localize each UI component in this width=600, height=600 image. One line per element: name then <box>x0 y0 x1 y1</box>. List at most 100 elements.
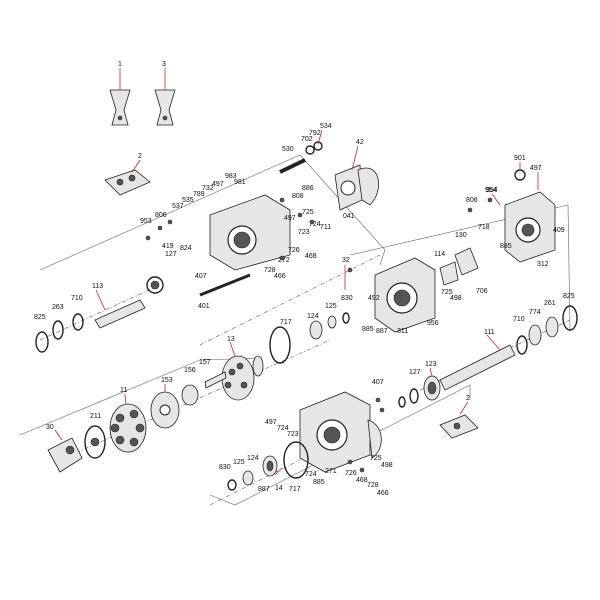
callout-label: 901 <box>514 155 526 162</box>
pin-401 <box>199 273 251 297</box>
shaft-axes <box>39 254 571 506</box>
piston-assembly-11 <box>109 403 147 453</box>
callout-label: 468 <box>356 477 368 484</box>
callout-label: 468 <box>305 253 317 260</box>
swash-plate-130 <box>439 247 479 286</box>
callout-label: 830 <box>341 295 353 302</box>
shoe-plate-211 <box>84 425 106 459</box>
callout-label: 407 <box>372 379 384 386</box>
bearing-123-lower <box>398 375 441 408</box>
callout-label: 497 <box>530 165 542 172</box>
callout-label: 774 <box>529 309 541 316</box>
filter-part-1 <box>109 89 131 126</box>
callout-label: 263 <box>52 304 64 311</box>
callout-label: 111 <box>484 329 495 336</box>
callout-label: 954 <box>485 187 497 194</box>
callout-label: 114 <box>434 251 445 258</box>
callout-label: 534 <box>320 123 332 130</box>
callout-label: 123 <box>425 361 437 368</box>
callout-label: 887 <box>258 486 270 493</box>
swash-plate-30 <box>47 437 83 473</box>
callout-label: 2 <box>138 153 142 160</box>
callout-label: 725 <box>441 289 453 296</box>
callout-label: 825 <box>34 314 46 321</box>
callout-label: 211 <box>90 413 101 420</box>
callout-label: 723 <box>298 229 310 236</box>
callout-label: 1 <box>118 61 122 68</box>
callout-label: 497 <box>212 181 224 188</box>
callout-label: 537 <box>172 203 184 210</box>
callout-labels: 1 3 2 534 792 702 530 42 901 497 983 981… <box>34 61 575 497</box>
callout-label: 824 <box>180 245 192 252</box>
plate-42 <box>334 164 379 211</box>
shaft-111 <box>439 305 578 391</box>
pump-housing-upper-right <box>504 191 556 263</box>
callout-label: 792 <box>309 130 321 137</box>
callout-label: 497 <box>284 215 296 222</box>
callout-label: 272 <box>278 257 290 264</box>
callout-label: 717 <box>289 486 301 493</box>
callout-label: 706 <box>476 288 488 295</box>
callout-label: 535 <box>182 197 194 204</box>
callout-label: 885 <box>313 479 325 486</box>
callout-label: 30 <box>46 424 54 431</box>
bearing-124 <box>269 312 350 364</box>
callout-label: 732 <box>202 185 214 192</box>
callout-label: 14 <box>275 485 283 492</box>
callout-label: 718 <box>478 224 490 231</box>
callout-label: 710 <box>513 316 525 323</box>
callout-label: 041 <box>343 213 355 220</box>
callout-label: 806 <box>155 212 167 219</box>
bearing-124-lower <box>227 441 309 491</box>
shaft-113 <box>35 276 164 353</box>
callout-label: 887 <box>376 328 388 335</box>
callout-label: 983 <box>225 173 237 180</box>
callout-label: 492 <box>368 295 380 302</box>
callout-label: 981 <box>234 179 246 186</box>
callout-label: 125 <box>233 459 245 466</box>
callout-label: 725 <box>370 455 382 462</box>
callout-label: 127 <box>165 251 177 258</box>
callout-label: 124 <box>307 313 319 320</box>
callout-label: 113 <box>92 283 103 290</box>
leader-lines <box>54 68 539 476</box>
callout-label: 728 <box>367 482 379 489</box>
callout-label: 725 <box>302 209 314 216</box>
callout-label: 728 <box>264 267 276 274</box>
callout-label: 466 <box>274 273 286 280</box>
callout-label: 724 <box>277 425 289 432</box>
pump-housing-middle <box>374 257 436 333</box>
callout-label: 311 <box>397 328 408 335</box>
callout-label: 726 <box>345 470 357 477</box>
callout-label: 13 <box>227 336 235 343</box>
callout-label: 156 <box>184 367 196 374</box>
callout-label: 885 <box>362 326 374 333</box>
callout-label: 3 <box>162 61 166 68</box>
callout-label: 312 <box>537 261 549 268</box>
callout-label: 157 <box>199 359 211 366</box>
valve-block-2-top <box>104 169 151 196</box>
shaft-530 <box>279 141 323 174</box>
callout-label: 954 <box>486 187 498 194</box>
callout-label: 2 <box>466 395 470 402</box>
callout-label: 830 <box>219 464 231 471</box>
callout-label: 789 <box>193 191 205 198</box>
callout-label: 261 <box>544 300 556 307</box>
callout-label: 419 <box>162 243 174 250</box>
callout-label: 32 <box>342 257 350 264</box>
fasteners <box>145 197 493 473</box>
callout-label: 466 <box>377 490 389 497</box>
pump-housing-upper-left <box>209 194 291 271</box>
callout-label: 271 <box>325 468 337 475</box>
callout-label: 498 <box>381 462 393 469</box>
valve-block-2-lower <box>439 414 479 439</box>
callout-label: 11 <box>120 387 127 394</box>
ball-guide-156 <box>181 384 199 406</box>
callout-label: 125 <box>325 303 337 310</box>
callout-label: 956 <box>427 320 439 327</box>
retainer-153 <box>150 391 180 429</box>
callout-label: 42 <box>356 139 364 146</box>
callout-label: 808 <box>292 193 304 200</box>
callout-label: 127 <box>409 369 421 376</box>
